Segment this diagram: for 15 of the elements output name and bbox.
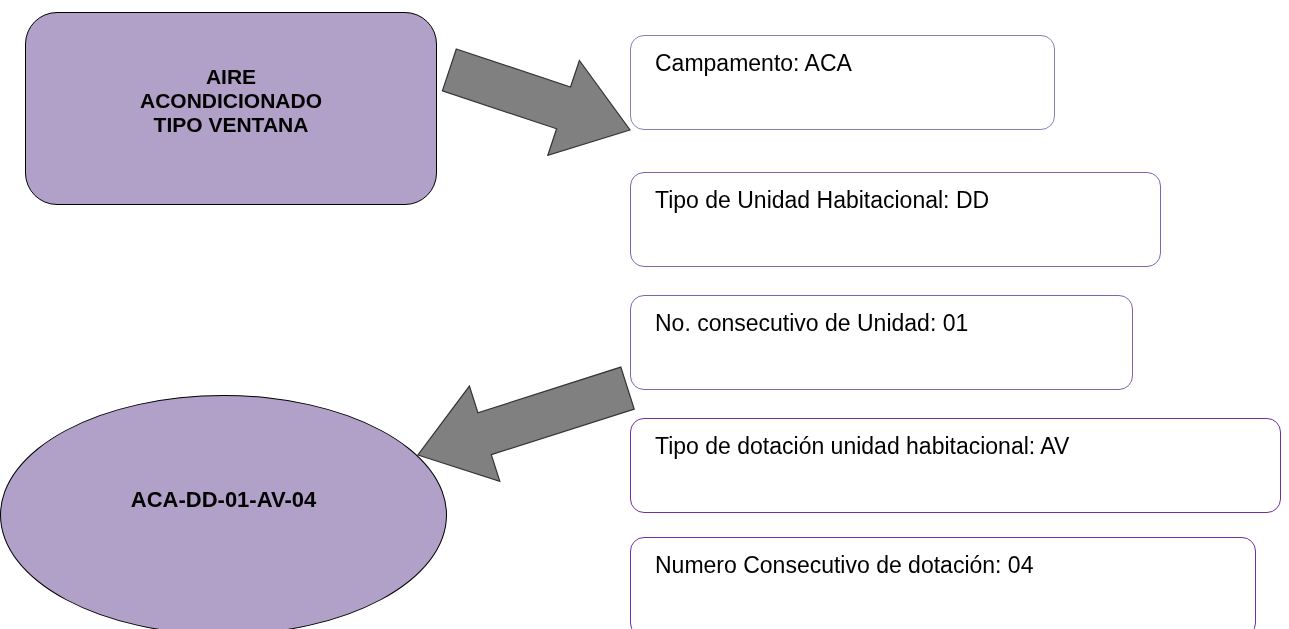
info-box — [630, 172, 1161, 267]
info-text: Campamento: ACA — [655, 50, 853, 77]
info-box — [630, 35, 1055, 130]
info-text: Tipo de dotación unidad habitacional: AV — [655, 433, 1071, 460]
info-text: Tipo de Unidad Habitacional: DD — [655, 187, 991, 214]
block-arrow — [441, 48, 631, 157]
block-arrow — [416, 366, 635, 483]
info-box — [630, 537, 1256, 629]
info-box — [630, 295, 1133, 390]
info-text: No. consecutivo de Unidad: 01 — [655, 310, 970, 337]
title-text: AIRE ACONDICIONADO TIPO VENTANA — [139, 65, 323, 138]
info-text: Numero Consecutivo de dotación: 04 — [655, 552, 1035, 579]
info-box — [630, 418, 1281, 513]
code-text: ACA-DD-01-AV-04 — [130, 487, 317, 513]
title-box — [25, 12, 437, 205]
